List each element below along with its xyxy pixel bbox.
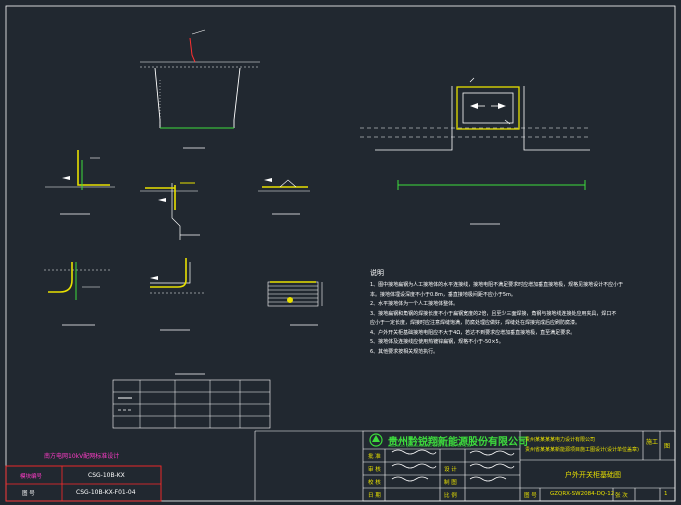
bend-detail-2 (140, 182, 200, 240)
std-row-1-label: 模块编号 (20, 474, 43, 480)
notes-line: 1、图中接地扁钢为人工接地体的水平连接线，接地电阻不满足要求时应增加垂直接地极，… (370, 282, 624, 288)
sign-row-2: 审 核 (368, 467, 381, 473)
bend-detail-6 (267, 281, 323, 326)
notes-line: 5、接地体及连接线应使用热镀锌扁钢，规格不小于-50×5。 (370, 339, 504, 345)
notes-lines: 1、图中接地扁钢为人工接地体的水平连接线，接地电阻不满足要求时应增加垂直接地极，… (370, 281, 670, 357)
pit-section-detail (140, 29, 260, 149)
sign-col-3: 比 例 (444, 493, 457, 499)
company-sub: GUIZHOU QIANRUIXIANG NEW ENERGY CO.,LTD (388, 444, 472, 448)
sign-col-2: 制 图 (444, 480, 457, 486)
drawing-title: 户外开关柜基础图 (565, 471, 621, 479)
bend-detail-5 (150, 258, 205, 331)
sign-col-1: 设 计 (444, 467, 457, 473)
client-line-1: 贵州某某某某电力设计有限公司 (525, 437, 596, 443)
std-row-2-label: 图 号 (22, 491, 35, 497)
notes-line: 6、其他要求按相关规范执行。 (370, 348, 439, 355)
bend-detail-3 (258, 178, 310, 215)
notes-line: 应小于一定长度，焊接时应注意焊缝饱满，防腐处理应做好，焊缝处在焊接完成后应刷防腐… (370, 320, 581, 326)
company-name: 贵州黔锐翔新能源股份有限公司 (388, 437, 528, 448)
legend-table (112, 373, 271, 429)
drawing-frame (5, 5, 676, 502)
sign-row-3: 校 核 (368, 480, 381, 486)
std-design-title: 南方电网10kV配网标准设计 (44, 453, 120, 460)
notes-line: 本。接地体埋设深度不小于0.8m，垂直接地极间距不应小于5m。 (370, 291, 516, 298)
stage-label: 施工 (646, 439, 659, 446)
sign-row-1: 批 准 (368, 454, 381, 460)
ground-hatch (140, 61, 260, 68)
bend-detail-4 (44, 262, 110, 326)
client-line-2: 贵州省某某某新能源项目施工图设计(设计单位盖章) (525, 447, 639, 453)
company-logo (369, 433, 383, 447)
sheet-label: 张 次 (615, 493, 628, 499)
std-row-1-value: CSG-10B-KX (88, 472, 125, 479)
sign-row-4: 日 期 (368, 493, 381, 499)
drawing-no-label: 图 号 (524, 493, 537, 499)
foundation-plan-detail (360, 77, 590, 225)
std-row-2-value: CSG-10B-KX-F01-04 (76, 489, 136, 496)
notes-title: 说明 (370, 269, 384, 277)
notes-line: 4、户外开关柜基础接地电阻应不大于4Ω，若达不到要求应增加垂直接地极，直至满足要… (370, 329, 576, 336)
notes-block: 说明 1、图中接地扁钢为人工接地体的水平连接线，接地电阻不满足要求时应增加垂直接… (370, 268, 670, 357)
bend-detail-1 (45, 150, 115, 215)
drawing-no: GZQRX-SW2084-DQ-12 (550, 491, 615, 497)
sheet-value: 1 (664, 491, 668, 497)
standard-design-box (5, 465, 162, 502)
notes-line: 2、水平接地体为一个人工接地体整体。 (370, 301, 459, 307)
title-block (254, 430, 676, 502)
stage-value: 图 (664, 443, 671, 450)
notes-line: 3、接地扁钢和角钢的焊接长度不小于扁钢宽度的2倍，且至少三面焊接，角钢与接地线连… (370, 310, 617, 317)
